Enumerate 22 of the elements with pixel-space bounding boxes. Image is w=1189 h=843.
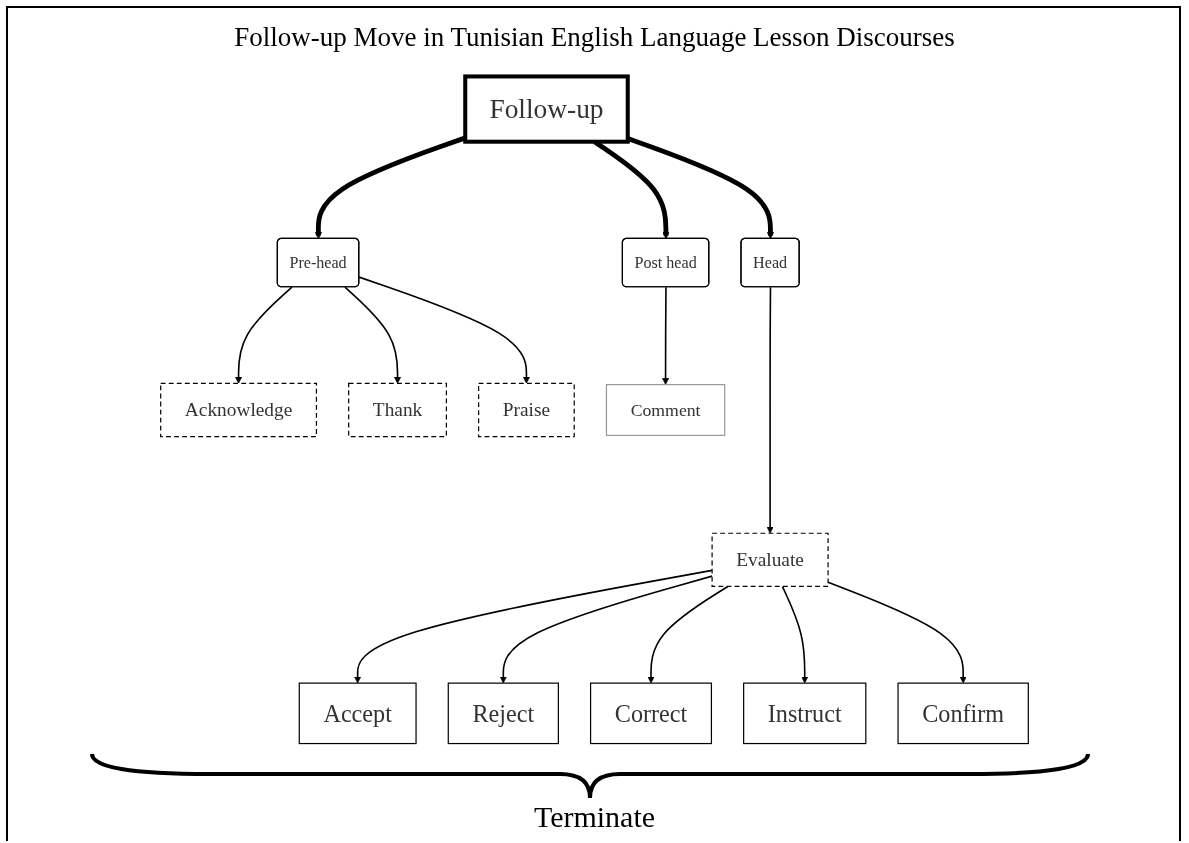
bracket-label: Terminate	[532, 800, 657, 834]
arrow	[358, 276, 530, 384]
arrow	[766, 286, 774, 534]
arrow	[647, 585, 729, 684]
node-box: Correct	[590, 682, 713, 745]
arrow	[662, 286, 670, 385]
node-box: Accept	[298, 682, 417, 745]
node-box: Evaluate	[711, 532, 829, 588]
arrow	[781, 585, 809, 684]
node-box: Praise	[478, 382, 575, 438]
node-box: Thank	[348, 382, 447, 438]
arrow	[344, 286, 402, 384]
arrow	[354, 569, 713, 684]
arrow	[499, 575, 713, 684]
node-box: Comment	[605, 384, 726, 436]
node-box: Reject	[447, 682, 559, 745]
node-box: Follow-up	[463, 74, 630, 144]
node-box: Instruct	[743, 682, 867, 745]
node-box: Confirm	[897, 682, 1029, 745]
node-box: Acknowledge	[160, 382, 318, 438]
arrow	[235, 286, 293, 384]
diagram-title: Follow-up Move in Tunisian English Language Lesson Discourses	[233, 22, 956, 53]
